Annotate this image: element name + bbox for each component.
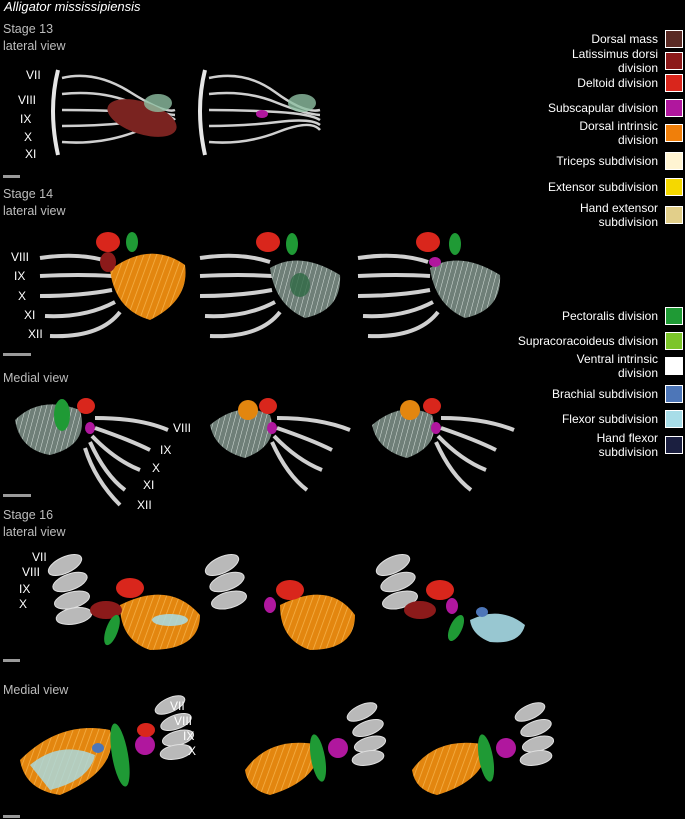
- stage14-medial-rendering-2: [210, 398, 351, 492]
- section-stage14: Stage 14 lateral view: [3, 188, 66, 217]
- nerve-label: XI: [25, 147, 37, 161]
- legend-item-flexor: Flexor subdivision: [562, 410, 683, 428]
- stage16-medial-rendering-3: [412, 702, 555, 795]
- stage14-lateral-rendering-2: [199, 232, 341, 339]
- legend-label: Flexor subdivision: [561, 412, 658, 426]
- nerve-label: XI: [143, 478, 155, 492]
- nerve-label: XII: [137, 498, 152, 512]
- legend-item-subscapular: Subscapular division: [548, 99, 683, 117]
- legend-label: Dorsal mass: [591, 32, 658, 46]
- legend-item-ventral-intrinsic: Ventral intrinsic division: [558, 352, 683, 380]
- legend-swatch: [665, 99, 683, 117]
- stage13-rendering-1: [51, 69, 177, 156]
- nerve-label: X: [24, 130, 33, 144]
- nerve-label: VII: [32, 550, 47, 564]
- legend-swatch: [665, 410, 683, 428]
- scale-bar: [3, 659, 20, 662]
- legend-item-hand-extensor: Hand extensor subdivision: [558, 201, 683, 229]
- legend-label: Triceps subdivision: [556, 154, 658, 168]
- legend-swatch: [665, 385, 683, 403]
- nerve-label: VIII: [22, 565, 41, 579]
- legend-swatch: [665, 52, 683, 70]
- legend-swatch: [665, 30, 683, 48]
- legend-swatch: [665, 332, 683, 350]
- section-stage16-medial: Medial view: [3, 684, 68, 697]
- section-stage16-line2: lateral view: [3, 524, 66, 539]
- legend-label: Brachial subdivision: [551, 387, 658, 401]
- section-stage14-medial: Medial view: [3, 372, 68, 385]
- legend-swatch: [665, 206, 683, 224]
- nerve-label: X: [19, 597, 28, 611]
- nerve-label: VII: [170, 699, 185, 713]
- legend-item-dorsal-mass: Dorsal mass: [591, 30, 683, 48]
- legend-label: Hand extensor subdivision: [579, 201, 658, 229]
- nerve-label: X: [18, 289, 27, 303]
- legend-item-pectoralis: Pectoralis division: [562, 307, 683, 325]
- stage13-rendering-2: [198, 69, 321, 156]
- legend-label: Hand flexor subdivision: [596, 431, 658, 459]
- section-stage13-line2: lateral view: [3, 38, 66, 53]
- section-stage14-line1: Stage 14: [3, 187, 54, 201]
- section-stage13: Stage 13 lateral view: [3, 23, 66, 52]
- legend-item-brachial: Brachial subdivision: [552, 385, 683, 403]
- legend-item-latissimus-dorsi: Latissimus dorsi division: [540, 47, 683, 75]
- stage16-lateral-rendering-3: [375, 553, 525, 643]
- legend-swatch: [665, 152, 683, 170]
- section-stage16: Stage 16 lateral view: [3, 509, 66, 538]
- stage14-medial-rendering-1: [15, 398, 169, 507]
- stage16-medial-rendering-1: [20, 695, 195, 795]
- legend-item-extensor: Extensor subdivision: [548, 178, 683, 196]
- stage14-medial-rendering-3: [372, 398, 515, 492]
- nerve-label: XI: [24, 308, 36, 322]
- nerve-label: VIII: [174, 714, 193, 728]
- legend-swatch: [665, 436, 683, 454]
- nerve-label: VII: [26, 68, 41, 82]
- legend-swatch: [665, 357, 683, 375]
- legend-swatch: [665, 307, 683, 325]
- nerve-label: X: [152, 461, 161, 475]
- scale-bar: [3, 815, 20, 818]
- legend-swatch: [665, 124, 683, 142]
- nerve-label: IX: [20, 112, 32, 126]
- nerve-label: VIII: [173, 421, 192, 435]
- nerve-label: IX: [14, 269, 26, 283]
- legend-label: Subscapular division: [547, 101, 658, 115]
- stage16-lateral-rendering-1: [47, 553, 200, 650]
- section-stage14-medial-line1: Medial view: [3, 371, 69, 385]
- legend-label: Latissimus dorsi division: [571, 47, 658, 75]
- nerve-label: IX: [19, 582, 31, 596]
- scale-bar: [3, 494, 31, 497]
- legend-label: Extensor subdivision: [547, 180, 658, 194]
- legend-label: Dorsal intrinsic division: [579, 119, 658, 147]
- stage14-lateral-rendering-3: [357, 232, 501, 339]
- legend-label: Supracoracoideus division: [517, 334, 658, 348]
- nerve-label: IX: [160, 443, 172, 457]
- legend-label: Ventral intrinsic division: [576, 352, 658, 380]
- stage16-lateral-rendering-2: [204, 553, 355, 650]
- legend-item-hand-flexor: Hand flexor subdivision: [578, 431, 683, 459]
- species-title: Alligator mississipiensis: [4, 0, 141, 14]
- nerve-label: VIII: [11, 250, 30, 264]
- section-stage14-line2: lateral view: [3, 203, 66, 218]
- nerve-label: IX: [183, 729, 195, 743]
- legend-swatch: [665, 74, 683, 92]
- section-stage13-line1: Stage 13: [3, 22, 54, 36]
- stage16-medial-rendering-2: [245, 702, 387, 795]
- legend-item-triceps: Triceps subdivision: [556, 152, 683, 170]
- scale-bar: [3, 353, 31, 356]
- nerve-label: XII: [28, 327, 43, 341]
- nerve-label: VIII: [18, 93, 37, 107]
- legend-item-deltoid: Deltoid division: [577, 74, 683, 92]
- legend-item-dorsal-intrinsic: Dorsal intrinsic division: [558, 119, 683, 147]
- stage14-lateral-rendering-1: [39, 232, 186, 339]
- legend-label: Deltoid division: [577, 76, 658, 90]
- section-stage16-medial-line1: Medial view: [3, 683, 69, 697]
- scale-bar: [3, 175, 20, 178]
- legend-label: Pectoralis division: [561, 309, 658, 323]
- section-stage16-line1: Stage 16: [3, 508, 54, 522]
- legend-swatch: [665, 178, 683, 196]
- nerve-label: X: [188, 744, 197, 758]
- legend-item-supracoracoideus: Supracoracoideus division: [518, 332, 683, 350]
